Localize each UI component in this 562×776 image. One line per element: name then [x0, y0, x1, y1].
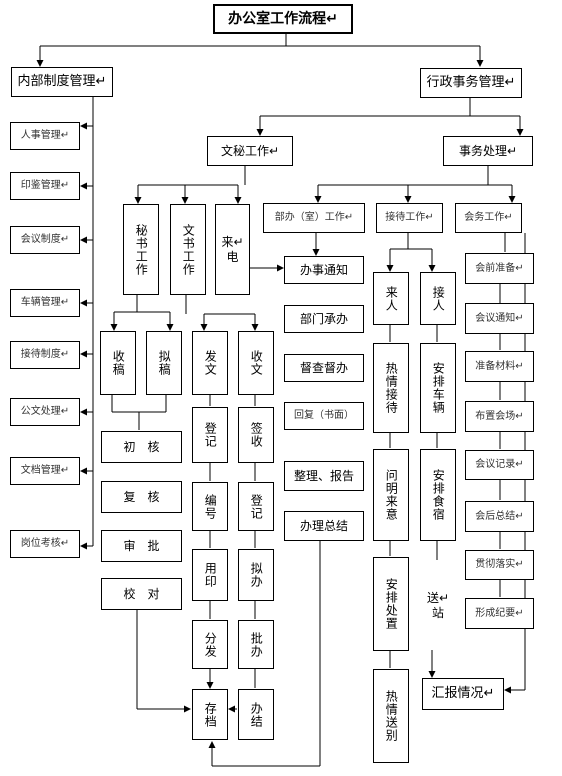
internal-item-personnel: 人事管理↵ — [10, 122, 80, 150]
arrange-handling: 安排处置 — [373, 557, 409, 651]
office-report: 整理、报告 — [284, 461, 364, 491]
dispatch-node: 发文 — [192, 331, 228, 395]
meeting-notice: 会议通知↵ — [465, 303, 534, 334]
affairs-node: 事务处理↵ — [443, 136, 533, 166]
internal-item-seal: 印鉴管理↵ — [10, 172, 80, 200]
internal-item-archives: 文档管理↵ — [10, 457, 80, 485]
office-reply: 回复（书面） — [284, 402, 364, 430]
warm-welcome: 热情接待 — [373, 343, 409, 433]
reception-work-node: 接待工作↵ — [376, 203, 443, 233]
visitor-arrive: 来人 — [373, 272, 409, 325]
chain-proofread: 校 对 — [101, 578, 182, 610]
dispatch-register: 登记 — [192, 407, 228, 463]
meeting-work-node: 会务工作↵ — [455, 203, 522, 233]
internal-item-assessment: 岗位考核↵ — [10, 530, 80, 558]
chain-initial-review: 初 核 — [101, 431, 182, 463]
secretary-work-node: 秘书工作 — [123, 204, 159, 295]
incoming-complete: 办结 — [238, 689, 274, 740]
pick-up-visitor: 接人 — [420, 272, 456, 325]
incoming-approve: 批办 — [238, 620, 274, 669]
see-off-station: 送↵站 — [426, 591, 450, 620]
arrange-vehicle: 安排车辆 — [420, 343, 456, 433]
internal-item-vehicle: 车辆管理↵ — [10, 289, 80, 317]
chain-approval: 审 批 — [101, 530, 182, 562]
meeting-record-summary: 形成纪要↵ — [465, 598, 534, 629]
incoming-propose: 拟办 — [238, 549, 274, 601]
page-title: 办公室工作流程↵ — [213, 4, 353, 34]
incoming-call-node: 来↵电 — [215, 204, 250, 295]
internal-management-node: 内部制度管理↵ — [11, 67, 113, 97]
meeting-prep: 会前准备↵ — [465, 253, 534, 284]
receive-draft-node: 收稿 — [100, 331, 136, 395]
meeting-minutes: 会议记录↵ — [465, 450, 534, 480]
meeting-venue: 布置会场↵ — [465, 401, 534, 432]
internal-item-documents: 公文处理↵ — [10, 398, 80, 426]
ask-purpose: 问明来意 — [373, 449, 409, 541]
incoming-sign: 签收 — [238, 407, 274, 463]
office-undertake: 部门承办 — [284, 305, 364, 333]
incoming-register: 登记 — [238, 482, 274, 531]
secretarial-node: 文秘工作↵ — [207, 136, 293, 166]
dispatch-number: 编号 — [192, 482, 228, 531]
office-summary: 办理总结 — [284, 511, 364, 541]
write-draft-node: 拟稿 — [146, 331, 182, 395]
archive-node: 存档 — [192, 689, 228, 740]
dispatch-seal: 用印 — [192, 549, 228, 601]
clerical-work-node: 文书工作 — [170, 204, 206, 295]
dispatch-distribute: 分发 — [192, 620, 228, 669]
arrange-lodging: 安排食宿 — [420, 449, 456, 541]
meeting-summary: 会后总结↵ — [465, 501, 534, 532]
warm-farewell: 热情送别 — [373, 669, 409, 763]
office-notice: 办事通知 — [284, 256, 364, 284]
internal-item-reception-rules: 接待制度↵ — [10, 341, 80, 369]
admin-affairs-node: 行政事务管理↵ — [420, 68, 522, 98]
report-situation: 汇报情况↵ — [422, 678, 504, 710]
meeting-materials: 准备材料↵ — [465, 351, 534, 382]
internal-item-meeting-rules: 会议制度↵ — [10, 226, 80, 254]
office-supervise: 督查督办 — [284, 354, 364, 382]
office-work-node: 部办（室）工作↵ — [263, 203, 365, 233]
incoming-doc-node: 收文 — [238, 331, 274, 395]
chain-second-review: 复 核 — [101, 481, 182, 513]
meeting-implement: 贯彻落实↵ — [465, 550, 534, 580]
